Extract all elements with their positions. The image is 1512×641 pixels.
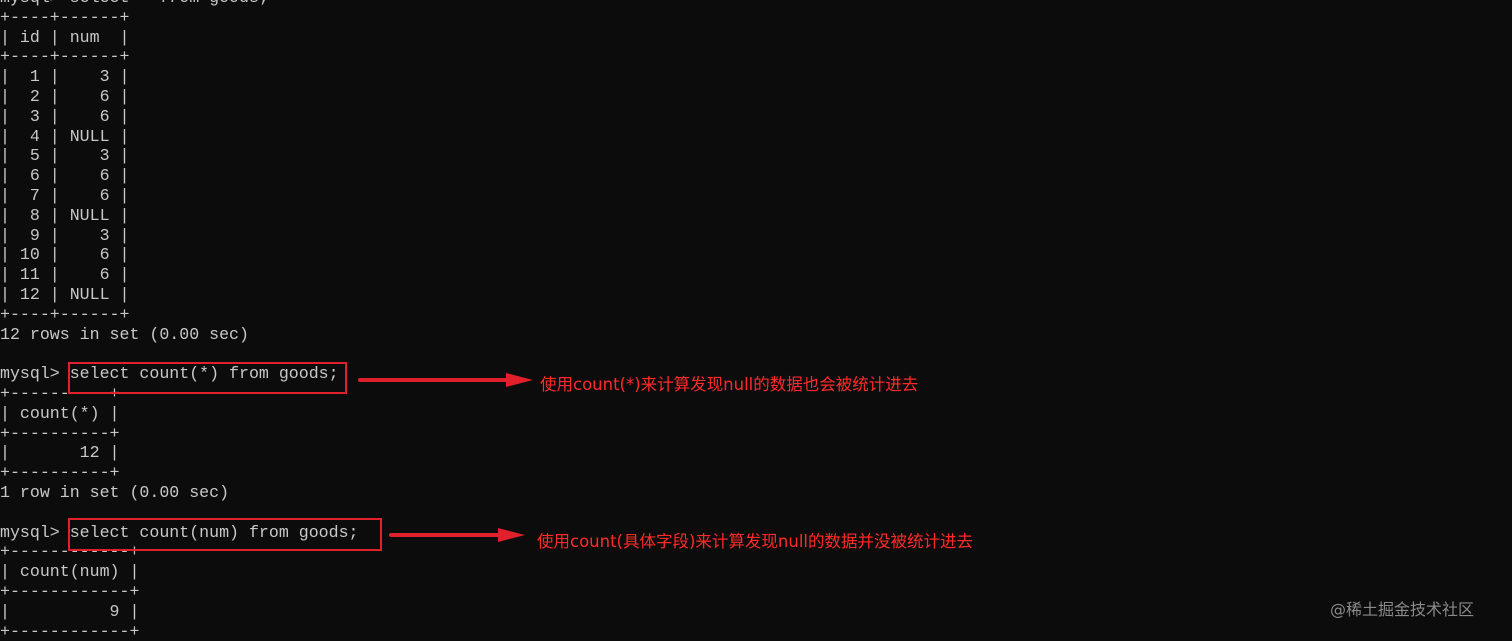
output-line: | 12 | NULL |	[0, 285, 358, 305]
output-line: | 5 | 3 |	[0, 146, 358, 166]
output-line: | 6 | 6 |	[0, 166, 358, 186]
output-line: +------------+	[0, 622, 358, 641]
output-line: | 4 | NULL |	[0, 127, 358, 147]
output-line: | id | num |	[0, 28, 358, 48]
output-line: +----+------+	[0, 47, 358, 67]
output-line: 1 row in set (0.00 sec)	[0, 483, 358, 503]
output-line: | count(num) |	[0, 562, 358, 582]
output-line: | 12 |	[0, 443, 358, 463]
output-line: +----+------+	[0, 8, 358, 28]
output-line: | 7 | 6 |	[0, 186, 358, 206]
command-line: mysql> select * from goods;	[0, 0, 358, 8]
output-line: 12 rows in set (0.00 sec)	[0, 325, 358, 345]
output-line: +----------+	[0, 463, 358, 483]
output-line: | 9 |	[0, 602, 358, 622]
arrow-icon	[389, 528, 525, 542]
output-line: +------------+	[0, 582, 358, 602]
output-line: | 9 | 3 |	[0, 226, 358, 246]
output-line: | 10 | 6 |	[0, 245, 358, 265]
output-line: +----+------+	[0, 305, 358, 325]
annotation-count-num: 使用count(具体字段)来计算发现null的数据并没被统计进去	[537, 528, 973, 552]
annotation-count-star: 使用count(*)来计算发现null的数据也会被统计进去	[540, 371, 918, 395]
output-line: | 2 | 6 |	[0, 87, 358, 107]
output-line: +----------+	[0, 424, 358, 444]
output-line: | 1 | 3 |	[0, 67, 358, 87]
highlight-box-count-star	[68, 362, 347, 394]
arrow-icon	[358, 373, 533, 387]
output-line: | 11 | 6 |	[0, 265, 358, 285]
output-line: | 3 | 6 |	[0, 107, 358, 127]
output-line: | count(*) |	[0, 404, 358, 424]
watermark: @稀土掘金技术社区	[1330, 596, 1474, 620]
output-line: | 8 | NULL |	[0, 206, 358, 226]
highlight-box-count-num	[68, 518, 382, 551]
